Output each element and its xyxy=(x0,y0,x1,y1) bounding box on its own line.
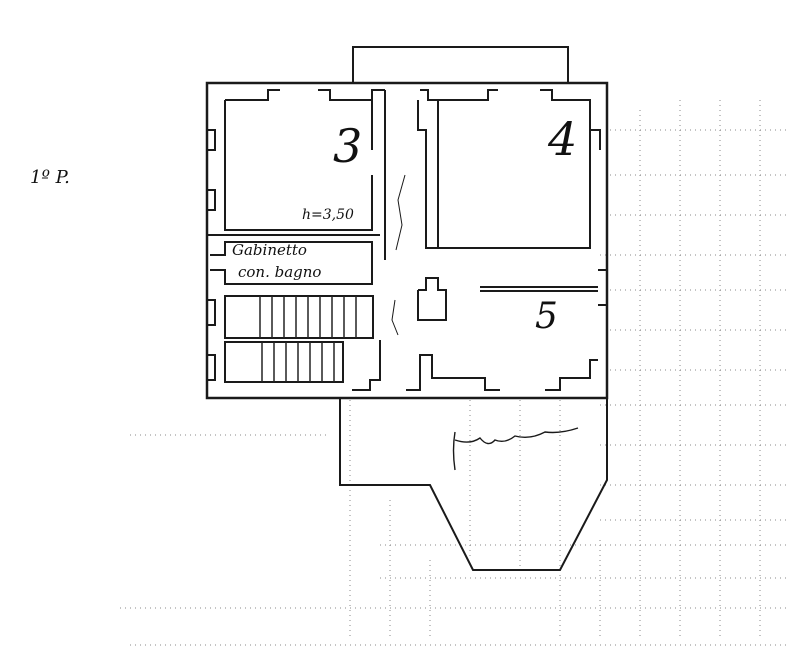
interior-walls xyxy=(207,89,606,391)
signature-scribble xyxy=(452,427,579,471)
pencil-mark xyxy=(391,174,406,336)
floor-label: 1º P. xyxy=(30,167,70,188)
room-4-number: 4 xyxy=(547,112,577,166)
background-grid xyxy=(120,100,790,646)
room-3-number: 3 xyxy=(333,119,362,173)
room-5-number: 5 xyxy=(535,296,558,337)
staircase xyxy=(224,295,374,383)
outer-walls xyxy=(205,46,609,571)
wc-label-line2: con. bagno xyxy=(238,263,321,281)
wc-label-line1: Gabinetto xyxy=(232,241,307,259)
ceiling-height: h=3,50 xyxy=(302,207,354,223)
